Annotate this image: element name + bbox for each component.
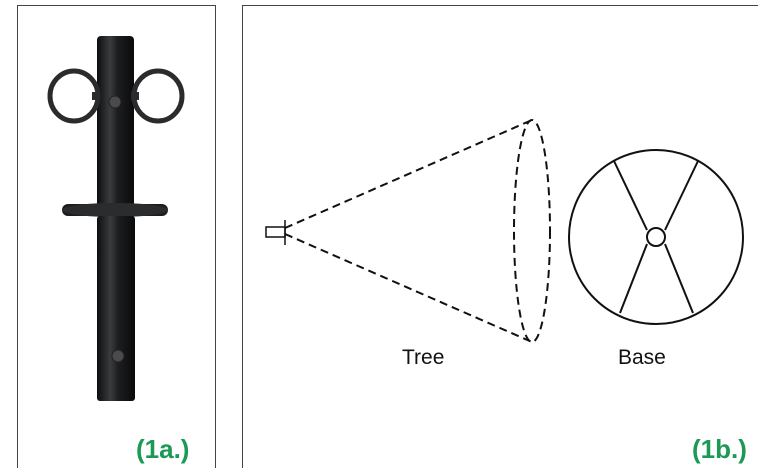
spoke-top-left: [613, 160, 648, 231]
panel-label-a: (1a.): [136, 434, 190, 464]
photo-panel: (1a.): [17, 5, 216, 468]
lower-bolt: [111, 349, 125, 363]
spoke-bottom-right: [664, 243, 694, 314]
base-label: Base: [618, 346, 666, 369]
cone-upper-edge: [284, 119, 533, 229]
cone-lower-edge: [284, 233, 533, 343]
diagram-panel: Tree Base (1b.): [242, 5, 758, 468]
base-circle: [568, 149, 744, 325]
tree-base-diagram: [265, 119, 744, 343]
right-ring: [131, 68, 185, 124]
tool-illustration: [47, 36, 185, 401]
cone-base-ellipse: [513, 119, 551, 343]
upper-shaft: [97, 36, 134, 211]
base-center-hole: [646, 227, 666, 247]
spoke-top-right: [664, 160, 699, 231]
lower-shaft: [97, 216, 135, 401]
panel-label-b: (1b.): [692, 434, 747, 464]
spoke-bottom-left: [619, 243, 648, 314]
tree-label: Tree: [402, 346, 445, 369]
left-ring: [47, 68, 101, 124]
upper-bolt: [108, 95, 122, 109]
tool-symbol: [265, 226, 286, 238]
